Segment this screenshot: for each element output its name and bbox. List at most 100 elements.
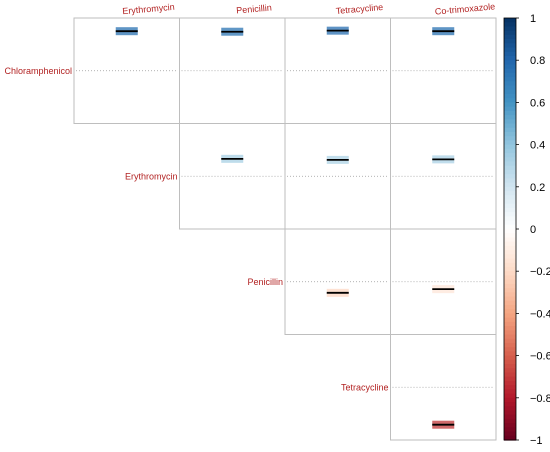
colorbar-segment [504, 330, 516, 336]
colorbar-segment [504, 296, 516, 302]
colorbar-segment [504, 34, 516, 40]
colorbar-segment [504, 393, 516, 399]
colorbar-segment [504, 233, 516, 239]
colorbar-segment [504, 334, 516, 340]
colorbar-segment [504, 64, 516, 70]
colorbar-segment [504, 402, 516, 407]
column-label: Co-trimoxazole [434, 1, 495, 16]
colorbar-segment [504, 186, 516, 192]
colorbar-segment [504, 98, 516, 103]
colorbar-segment [504, 275, 516, 281]
colorbar-segment [504, 229, 516, 234]
grid-cell [390, 334, 497, 441]
colorbar-segment [504, 77, 516, 82]
colorbar-segment [504, 435, 516, 441]
colorbar-segment [504, 326, 516, 331]
column-label: Erythromycin [122, 2, 175, 17]
colorbar-segment [504, 131, 516, 137]
colorbar-segment [504, 410, 516, 416]
colorbar-segment [504, 418, 516, 424]
row-label: Erythromycin [125, 171, 178, 181]
colorbar-segment [504, 153, 516, 158]
colorbar-tick-label: −0.2 [530, 266, 550, 278]
colorbar-segment [504, 220, 516, 226]
colorbar-segment [504, 174, 516, 179]
colorbar-segment [504, 55, 516, 61]
colorbar-segment [504, 127, 516, 133]
row-label: Chloramphenicol [4, 66, 72, 76]
colorbar-segment [504, 254, 516, 260]
colorbar-segment [504, 313, 516, 319]
colorbar-segment [504, 123, 516, 129]
colorbar-segment [504, 241, 516, 247]
colorbar-segment [504, 355, 516, 361]
colorbar-segment [504, 283, 516, 289]
colorbar-segment [504, 136, 516, 141]
colorbar-segment [504, 414, 516, 420]
colorbar-tick-label: −0.4 [530, 308, 550, 320]
colorbar-segment [504, 178, 516, 184]
colorbar-segment [504, 161, 516, 167]
colorbar-segment [504, 51, 516, 57]
colorbar-tick-label: 1 [530, 13, 536, 25]
colorbar-tick-label: 0.6 [530, 97, 545, 109]
colorbar-segment [504, 372, 516, 378]
colorbar-segment [504, 93, 516, 99]
colorbar-segment [504, 165, 516, 171]
colorbar-segment [504, 191, 516, 196]
colorbar-tick-label: 0.8 [530, 55, 545, 67]
colorbar-segment [504, 30, 516, 36]
colorbar-segment [504, 72, 516, 78]
colorbar-segment [504, 47, 516, 53]
colorbar-segment [504, 68, 516, 74]
colorbar-segment [504, 245, 516, 251]
colorbar-segment [504, 288, 516, 293]
colorbar-segment [504, 309, 516, 314]
colorbar-segment [504, 85, 516, 91]
colorbar-segment [504, 300, 516, 306]
colorbar-segment [504, 292, 516, 298]
colorbar-segment [504, 397, 516, 403]
colorbar-segment [504, 389, 516, 395]
colorbar-segment [504, 250, 516, 255]
colorbar-segment [504, 115, 516, 120]
colorbar-segment [504, 110, 516, 116]
colorbar-segment [504, 43, 516, 49]
colorbar-segment [504, 224, 516, 230]
colorbar-segment [504, 199, 516, 205]
colorbar-segment [504, 81, 516, 87]
colorbar-tick-label: 0 [530, 224, 536, 236]
column-label: Tetracycline [335, 2, 383, 16]
colorbar-segment [504, 203, 516, 209]
colorbar-segment [504, 22, 516, 28]
colorbar-segment [504, 364, 516, 369]
colorbar-segment [504, 351, 516, 357]
row-label: Penicillin [247, 277, 283, 287]
colorbar-segment [504, 317, 516, 323]
colorbar-segment [504, 266, 516, 272]
colorbar-segment [504, 321, 516, 327]
colorbar-tick-label: 0.2 [530, 182, 545, 194]
colorbar-segment [504, 279, 516, 285]
colorbar-segment [504, 380, 516, 386]
colorbar-segment [504, 258, 516, 264]
colorbar-segment [504, 195, 516, 201]
colorbar-segment [504, 212, 516, 217]
colorbar-segment [504, 347, 516, 352]
colorbar-segment [504, 406, 516, 412]
colorbar-segment [504, 26, 516, 32]
colorbar-segment [504, 39, 516, 44]
colorbar-segment [504, 140, 516, 146]
colorbar-segment [504, 169, 516, 175]
row-label: Tetracycline [341, 382, 389, 392]
colorbar-segment [504, 207, 516, 213]
column-label: Penicillin [236, 2, 272, 15]
colorbar-segment [504, 431, 516, 437]
colorbar-segment [504, 342, 516, 348]
colorbar-segment [504, 368, 516, 374]
colorbar-segment [504, 89, 516, 95]
colorbar-segment [504, 376, 516, 382]
colorbar-segment [504, 106, 516, 112]
colorbar-segment [504, 119, 516, 125]
